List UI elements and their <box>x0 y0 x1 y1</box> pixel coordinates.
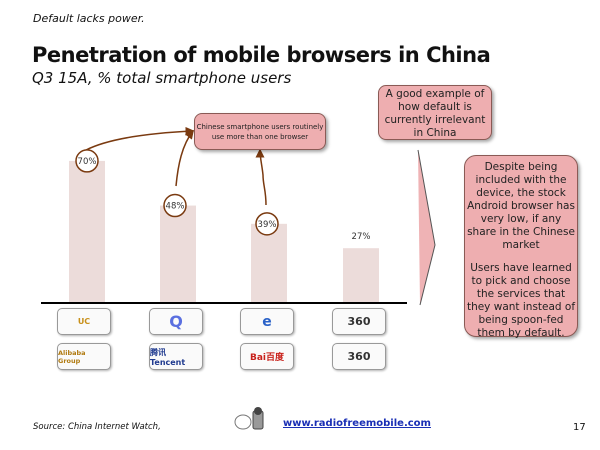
callout-paragraph: Despite being included with the device, … <box>467 161 575 251</box>
value-label-circle <box>255 212 279 236</box>
value-label-circle <box>75 149 99 173</box>
slide-kicker: Default lacks power. <box>33 12 145 25</box>
value-label: 39% <box>258 220 277 230</box>
callout-android-browser: Despite being included with the device, … <box>464 155 578 339</box>
slide-subtitle: Q3 15A, % total smartphone users <box>32 69 292 87</box>
arrow-48-to-callout <box>175 129 194 187</box>
bar-2 <box>251 223 287 303</box>
value-label: 27% <box>352 232 371 242</box>
value-label: 48% <box>166 202 185 212</box>
uc-browser-logo: UC <box>57 308 111 335</box>
bar-3 <box>343 248 379 303</box>
source-note: Source: China Internet Watch, <box>33 422 161 432</box>
baidu-logo: Bai百度 <box>240 343 294 370</box>
bar-0 <box>69 160 105 303</box>
tencent-logo: 腾讯 Tencent <box>149 343 203 370</box>
bar-1 <box>160 205 196 303</box>
baidu-browser-logo: e <box>240 308 294 335</box>
callout-multiple-browsers: Chinese smartphone users routinely use m… <box>194 113 326 150</box>
qq-browser-logo: Q <box>149 308 203 335</box>
value-label-circle <box>163 193 187 218</box>
slide-title: Penetration of mobile browsers in China <box>32 43 491 67</box>
value-label: 70% <box>78 157 97 167</box>
alibaba-logo: Alibaba Group <box>57 343 111 370</box>
callout-paragraph: Users have learned to pick and choose th… <box>466 262 576 339</box>
page-number: 17 <box>573 422 586 433</box>
chevron-arrow-icon <box>417 149 436 306</box>
arrow-39-to-callout <box>255 148 267 206</box>
radio-mascot-icon <box>234 407 264 430</box>
arrow-70-to-callout <box>85 126 195 151</box>
callout-default-irrelevant: A good example of how default is current… <box>378 85 492 140</box>
360-logo: 360 <box>332 343 386 370</box>
website-link[interactable]: www.radiofreemobile.com <box>283 418 431 429</box>
360-browser-logo: 360 <box>332 308 386 335</box>
